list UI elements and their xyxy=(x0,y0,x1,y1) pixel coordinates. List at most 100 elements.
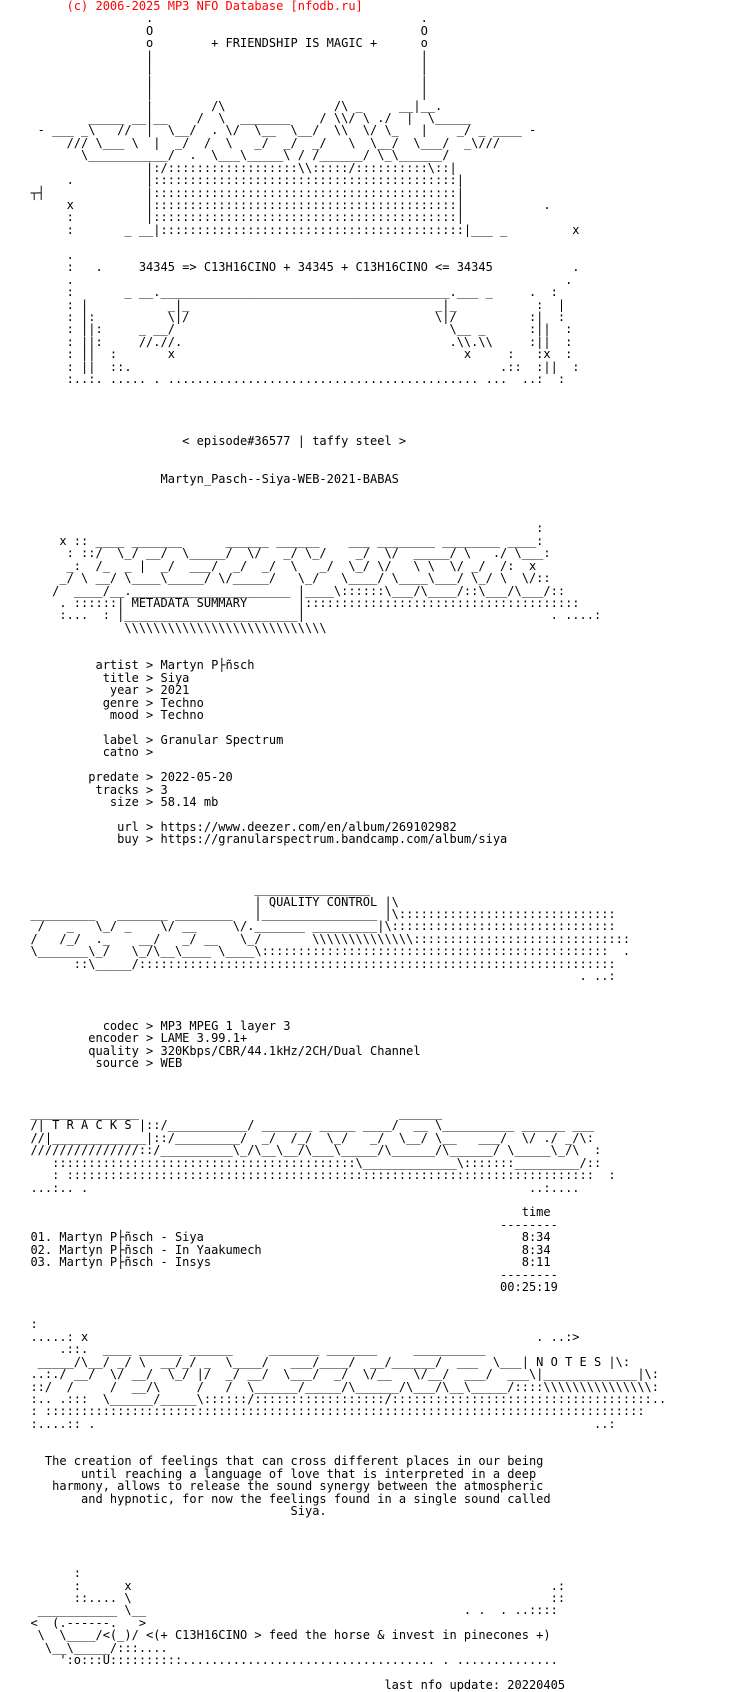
nfo-line: codec > MP3 MPEG 1 layer 3 xyxy=(16,1018,291,1033)
nfo-line: The creation of feelings that can cross … xyxy=(16,1454,544,1469)
nfo-line: x |:::::::::::::::::::::::::::::::::::::… xyxy=(16,198,551,212)
nfo-line: . . xyxy=(16,272,573,287)
nfo-line: : ::::::::::::::::::::::::::::::::::::::… xyxy=(16,1168,616,1183)
nfo-line xyxy=(16,460,666,472)
nfo-line xyxy=(16,1555,666,1567)
nfo-line: 02. Martyn P├ñsch - In Yaakumech 8:34 xyxy=(16,1242,551,1257)
nfo-line: | QUALITY CONTROL |\ xyxy=(16,894,399,909)
nfo-line xyxy=(16,1070,666,1082)
nfo-line: : ||: //.//. .\\.\\ :|| : xyxy=(16,334,573,349)
nfo-line: _: /_ _ | _/ ___/ _/ _/ \ _/ \_/ \/ \ \ … xyxy=(16,558,537,573)
nfo-line: \___________/ . \___\_____\ / /______/ \… xyxy=(16,148,450,163)
nfo-line: . |:::::::::::::::::::::::::::::::::::::… xyxy=(16,173,464,188)
nfo-line: o + FRIENDSHIP IS MAGIC + o xyxy=(16,36,428,51)
nfo-line: : |: \|/ \|/ :| : xyxy=(16,309,566,324)
nfo-line: | | xyxy=(16,73,428,88)
nfo-line xyxy=(16,983,666,995)
nfo-line xyxy=(16,1530,666,1542)
nfo-line xyxy=(16,858,666,870)
nfo-line: : ::/ \_/ __/ \_____/ \/ _/ \_/ _/ \/ __… xyxy=(16,546,551,561)
nfo-line: : xyxy=(16,521,544,536)
nfo-line: Martyn_Pasch--Siya-WEB-2021-BABAS xyxy=(16,471,399,486)
nfo-line: ///////////////::/__________\_/\__\__/\_… xyxy=(16,1143,602,1158)
nfo-line: last nfo update: 20220405 xyxy=(16,1678,566,1692)
nfo-line: .....: x . ..:> xyxy=(16,1329,580,1344)
nfo-line: genre > Techno xyxy=(16,695,204,710)
nfo-line: | | xyxy=(16,86,428,101)
nfo-line: : x .: xyxy=(16,1578,566,1593)
nfo-line: encoder > LAME 3.99.1+ xyxy=(16,1031,248,1046)
nfo-line: | | xyxy=(16,48,428,63)
nfo-line xyxy=(16,485,666,497)
nfo-line xyxy=(16,721,666,733)
nfo-line xyxy=(16,1517,666,1529)
nfo-line: ::::::::::::::::::::::::::::::::::::::::… xyxy=(16,1155,602,1170)
nfo-line xyxy=(16,1294,666,1306)
nfo-line: .::. ____ ______ ______ _______ _______ … xyxy=(16,1342,486,1357)
nfo-line xyxy=(16,448,666,460)
nfo-line xyxy=(16,1007,666,1019)
nfo-line xyxy=(16,995,666,1007)
nfo-line: . ::::::| METADATA SUMMARY |::::::::::::… xyxy=(16,596,580,610)
nfo-line: \\\\\\\\\\\\\\\\\\\\\\\\\\\\ xyxy=(16,620,327,635)
nfo-line: artist > Martyn P├ñsch xyxy=(16,658,255,673)
nfo-line: -------- xyxy=(16,1267,558,1282)
nfo-line: 03. Martyn P├ñsch - Insys 8:11 xyxy=(16,1255,551,1270)
nfo-line: title > Siya xyxy=(16,670,190,685)
nfo-line: . ..: xyxy=(16,969,616,984)
nfo-line: ..:./ __/ \/ __/ \_/ |/ _/ __/ \___/ _/ … xyxy=(16,1367,659,1382)
nfo-line: until reaching a language of love that i… xyxy=(16,1466,537,1481)
nfo-line: : xyxy=(16,1317,38,1332)
nfo-line: ::/ / / __/\ / / \______/_____/\______/\… xyxy=(16,1379,659,1394)
nfo-line xyxy=(16,410,666,422)
nfo-line: _____/\__/ _/ \ __/_/ _ \____/ ___/____/… xyxy=(16,1354,631,1369)
nfo-document: (c) 2006-2025 MP3 NFO Database [nfodb.ru… xyxy=(16,0,666,1692)
nfo-line xyxy=(16,808,666,820)
nfo-line: ::\_____/:::::::::::::::::::::::::::::::… xyxy=(16,956,616,971)
nfo-line: _/ \ __/ \____\_____/ \/_____/ \_/ \____… xyxy=(16,571,551,586)
nfo-line: 00:25:19 xyxy=(16,1280,558,1295)
nfo-line: \ \____/<(_)/ <(+ C13H16CINO > feed the … xyxy=(16,1628,551,1643)
nfo-line: year > 2021 xyxy=(16,683,190,698)
nfo-line: _________ _______ ________ |____________… xyxy=(16,906,616,921)
nfo-line: predate > 2022-05-20 xyxy=(16,770,233,785)
nfo-line: . xyxy=(16,247,74,262)
nfo-line xyxy=(16,1430,666,1442)
nfo-line: ':o:::U::::::::::.......................… xyxy=(16,1653,558,1668)
nfo-line: ::.... \ :: xyxy=(16,1591,566,1605)
nfo-line: _______________ ______ xyxy=(16,1105,443,1120)
nfo-line: : || ::. .:: :|| : xyxy=(16,359,580,374)
nfo-line: mood > Techno xyxy=(16,707,204,722)
nfo-line: /| T R A C K S |::/___________/ _______ … xyxy=(16,1118,594,1133)
nfo-line xyxy=(16,236,666,248)
nfo-line: | | xyxy=(16,61,428,76)
nfo-line: tracks > 3 xyxy=(16,782,168,797)
nfo-line: ...:.. . ..:.... xyxy=(16,1180,580,1195)
nfo-line: O O xyxy=(16,23,428,38)
nfo-line: label > Granular Spectrum xyxy=(16,732,284,747)
nfo-line: :....:: . ..: xyxy=(16,1416,616,1431)
nfo-line: :..:. ..... . ..........................… xyxy=(16,372,566,387)
nfo-line xyxy=(16,386,666,398)
nfo-line xyxy=(16,398,666,410)
nfo-line: :... : |________________________| . ....… xyxy=(16,608,602,623)
nfo-line: / ____/__.______________________ |____\:… xyxy=(16,583,566,598)
nfo-line: : . 34345 => C13H16CINO + 34345 + C13H16… xyxy=(16,260,580,275)
nfo-line: catno > xyxy=(16,745,154,760)
nfo-line xyxy=(16,1306,666,1318)
nfo-line: quality > 320Kbps/CBR/44.1kHz/2CH/Dual C… xyxy=(16,1043,421,1058)
nfo-line: : _ __|:::::::::::::::::::::::::::::::::… xyxy=(16,222,580,237)
nfo-line: x :: ____ _______ ______ ______ ___ ____… xyxy=(16,533,544,548)
nfo-line: buy > https://granularspectrum.bandcamp.… xyxy=(16,832,508,847)
nfo-line: harmony, allows to release the sound syn… xyxy=(16,1479,544,1494)
nfo-line: : | _|_ _|_ : | xyxy=(16,297,566,312)
nfo-line xyxy=(16,1667,666,1679)
nfo-line: ┬┤ |::::::::::::::::::::::::::::::::::::… xyxy=(16,185,464,200)
nfo-line: source > WEB xyxy=(16,1056,183,1071)
nfo-line: 01. Martyn P├ñsch - Siya 8:34 xyxy=(16,1230,551,1245)
nfo-line: time xyxy=(16,1205,551,1220)
nfo-line: :.. .::: \______/_____\::::::/::::::::::… xyxy=(16,1392,667,1406)
nfo-line: - ___ _\ // | \__/ . \/ \__ \__/ \\ \/ \… xyxy=(16,123,537,138)
nfo-line: : xyxy=(16,1566,82,1581)
nfo-line: : _ __._________________________________… xyxy=(16,285,558,300)
